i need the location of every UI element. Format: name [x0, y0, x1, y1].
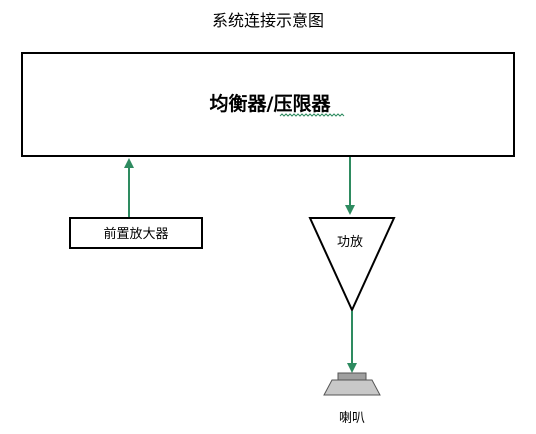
speaker-label: 喇叭 — [339, 411, 365, 426]
spellcheck-squiggle — [279, 113, 345, 117]
preamp-label: 前置放大器 — [103, 226, 168, 242]
processor-box — [21, 52, 515, 157]
diagram-title: 系统连接示意图 — [212, 11, 324, 30]
amplifier-label: 功放 — [337, 235, 363, 250]
processor-label: 均衡器/压限器 — [210, 92, 332, 115]
speaker-icon — [323, 372, 381, 396]
preamp-box — [69, 217, 203, 249]
amplifier-triangle — [308, 217, 396, 313]
